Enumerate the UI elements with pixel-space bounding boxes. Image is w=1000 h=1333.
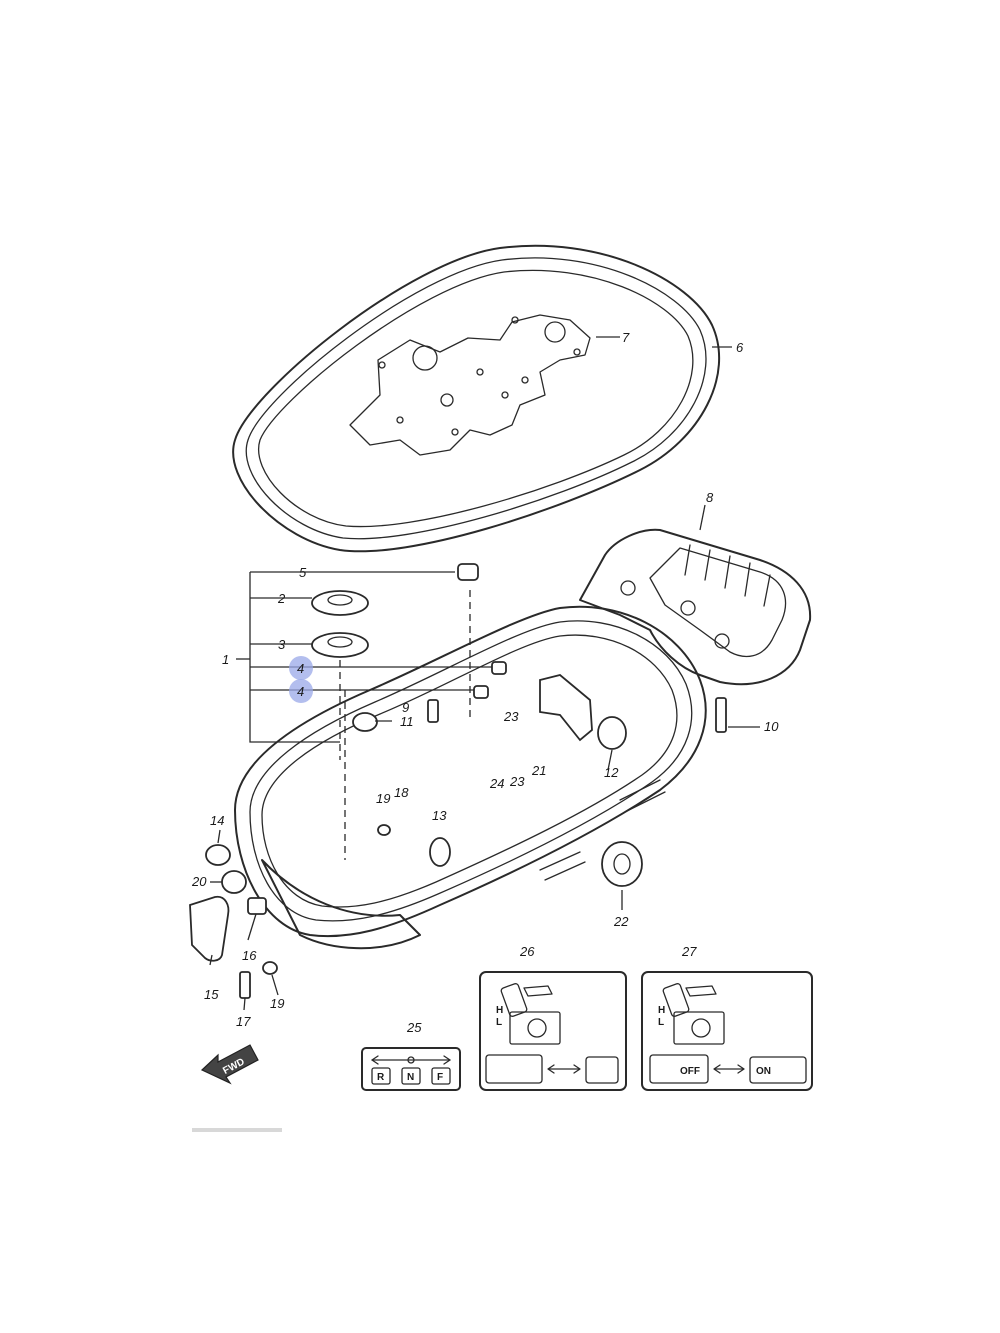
part-13-knob xyxy=(429,837,451,867)
highlight-marker-4b xyxy=(289,679,313,703)
part-12-cap xyxy=(597,716,627,750)
callout-7: 7 xyxy=(622,330,630,345)
part-4-plugs xyxy=(473,661,507,699)
callout-23b: 23 xyxy=(509,774,525,789)
callout-22: 22 xyxy=(613,914,629,929)
part-6-seal-ring xyxy=(232,244,721,553)
part-8-handle xyxy=(579,528,812,686)
shift-label-f: F xyxy=(437,1072,443,1083)
part-3-grommet xyxy=(311,632,369,658)
callout-8: 8 xyxy=(706,490,714,505)
callout-15: 15 xyxy=(204,987,219,1002)
callouts: 1 2 3 4 4 5 6 7 8 9 10 11 12 13 14 15 16… xyxy=(191,330,779,1035)
part-14-plug xyxy=(205,844,231,866)
callout-4b: 4 xyxy=(297,684,304,699)
part-15-lever xyxy=(189,895,230,962)
label-27-off: OFF xyxy=(680,1066,700,1077)
label-26-l: L xyxy=(496,1017,502,1028)
part-10-bolt xyxy=(715,697,727,733)
callout-1: 1 xyxy=(222,652,229,667)
shift-label-n: N xyxy=(407,1072,414,1083)
callout-5: 5 xyxy=(299,565,307,580)
callout-27: 27 xyxy=(681,944,697,959)
callout-20: 20 xyxy=(191,874,207,889)
callout-9: 9 xyxy=(402,700,409,715)
label-25-shift: R N F xyxy=(361,1047,461,1091)
part-19-washer xyxy=(262,824,391,975)
callout-17: 17 xyxy=(236,1014,251,1029)
callout-13: 13 xyxy=(432,808,447,823)
part-5-plug xyxy=(457,563,479,581)
part-bracket xyxy=(539,674,593,742)
callout-2: 2 xyxy=(277,591,286,606)
part-22-grommet xyxy=(601,841,643,887)
callout-12: 12 xyxy=(604,765,619,780)
label-27-on: ON xyxy=(756,1066,771,1077)
callout-21: 21 xyxy=(531,763,546,778)
part-7-gasket xyxy=(349,314,591,456)
callout-3: 3 xyxy=(278,637,286,652)
shift-label-r: R xyxy=(377,1072,385,1083)
callout-19a: 19 xyxy=(376,791,390,806)
part-20-grommet xyxy=(221,870,247,894)
callout-11: 11 xyxy=(400,714,414,729)
callout-24: 24 xyxy=(489,776,504,791)
label-27-h: H xyxy=(658,1005,665,1016)
part-17-bolt xyxy=(239,971,251,999)
callout-6: 6 xyxy=(736,340,744,355)
callout-19b: 19 xyxy=(270,996,284,1011)
label-26-oil: H L xyxy=(479,971,627,1091)
label-26-h: H xyxy=(496,1005,503,1016)
callout-14: 14 xyxy=(210,813,224,828)
part-9-bolt xyxy=(427,699,439,723)
callout-23a: 23 xyxy=(503,709,519,724)
lower-cover xyxy=(234,590,707,950)
part-11-nut xyxy=(352,712,378,732)
callout-4a: 4 xyxy=(297,661,304,676)
label-27-l: L xyxy=(658,1017,664,1028)
callout-25: 25 xyxy=(406,1020,422,1035)
part-2-grommet xyxy=(311,590,369,616)
label-27-oil: H L OFF ON xyxy=(641,971,813,1091)
fwd-arrow-icon: FWD xyxy=(200,1044,259,1085)
callout-10: 10 xyxy=(764,719,779,734)
callout-16: 16 xyxy=(242,948,257,963)
highlight-marker-4a xyxy=(289,656,313,680)
faint-code xyxy=(192,1128,282,1132)
callout-18: 18 xyxy=(394,785,409,800)
part-16-bracket xyxy=(247,897,267,915)
callout-26: 26 xyxy=(519,944,535,959)
